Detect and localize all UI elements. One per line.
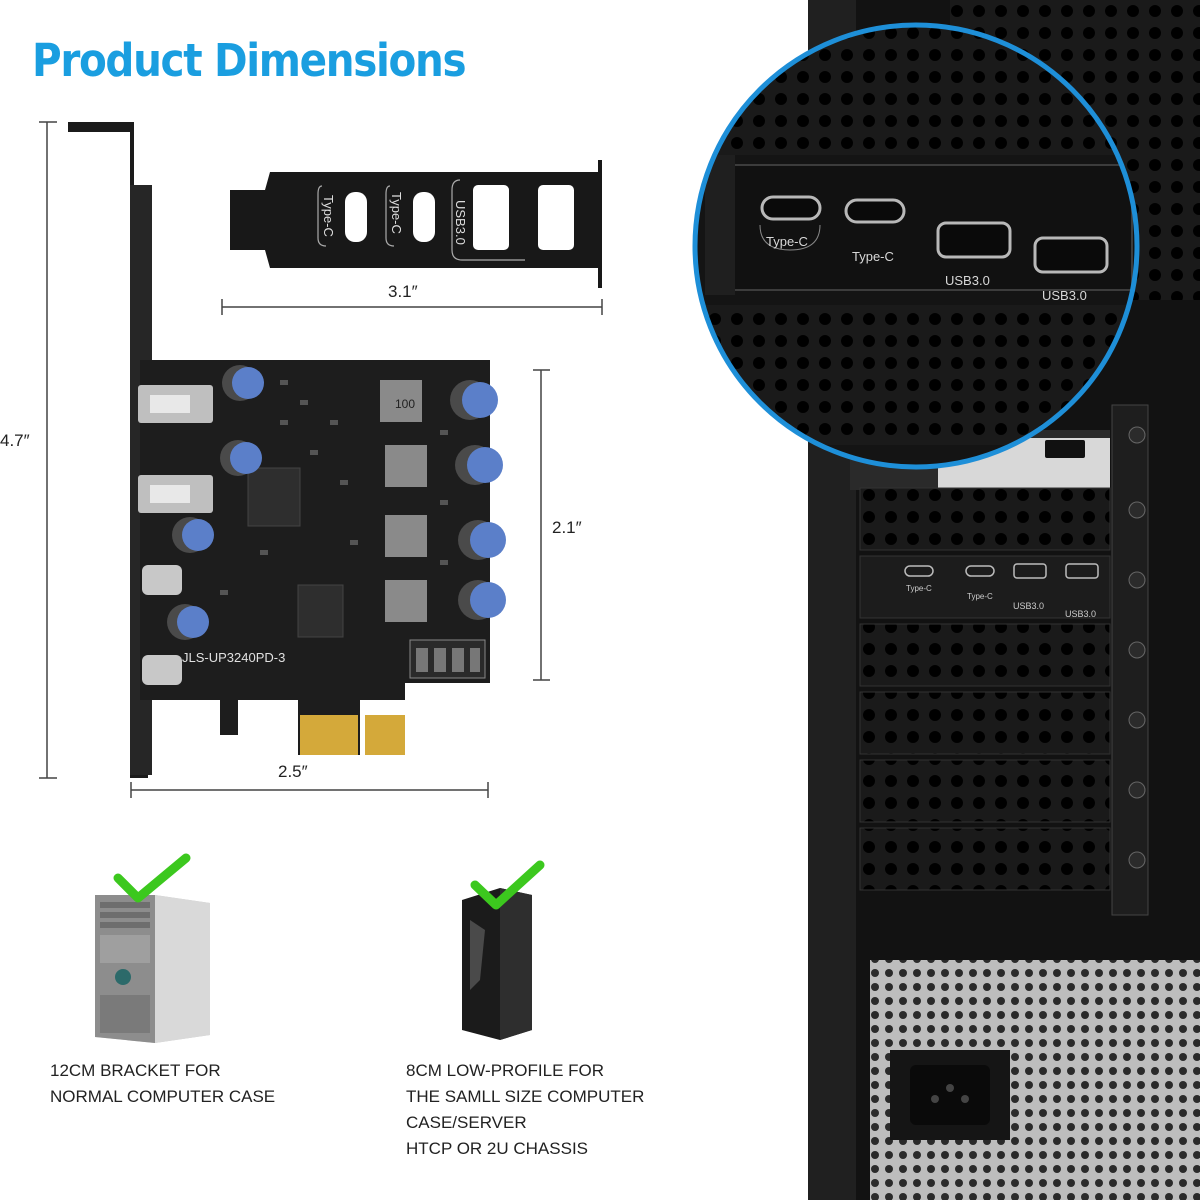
option-caption-low-profile: 8CM LOW-PROFILE FOR THE SAMLL SIZE COMPU… [406, 1061, 645, 1158]
zoom-port-label: Type-C [852, 249, 894, 264]
board-height-dimension-line [533, 369, 550, 681]
slot-port-label: Type-C [967, 592, 993, 601]
expansion-slots: Type-C Type-C USB3.0 USB3.0 [859, 487, 1111, 891]
page-title: Product Dimensions [32, 34, 467, 87]
height-dimension-label: 4.7″ [0, 431, 30, 450]
slot-port-label: USB3.0 [1013, 601, 1044, 611]
bracket-port-label: Type-C [389, 192, 404, 234]
usb-c-port [142, 655, 182, 685]
chip-label: 100 [395, 397, 415, 411]
slim-case-icon [462, 888, 532, 1040]
gold-fingers [300, 715, 405, 755]
zoom-port-label: USB3.0 [1042, 288, 1087, 303]
inductors [380, 380, 427, 622]
low-profile-bracket: Type-C Type-C USB3.0 [230, 160, 602, 288]
board-width-dimension-label: 2.5″ [278, 762, 308, 781]
board-height-dimension-label: 2.1″ [552, 518, 582, 537]
check-icon [470, 860, 545, 910]
slot-port-label: USB3.0 [1065, 609, 1096, 619]
board-width-dimension-line [130, 782, 489, 798]
check-icon [113, 853, 191, 903]
board-model-label: JLS-UP3240PD-3 [182, 650, 285, 665]
bracket-port-label: USB3.0 [453, 200, 468, 245]
bracket-width-dimension-label: 3.1″ [388, 282, 418, 301]
tower-case-icon [95, 895, 210, 1043]
option-caption-full-height: 12CM BRACKET FOR NORMAL COMPUTER CASE [50, 1061, 276, 1106]
usb-c-port [142, 565, 182, 595]
height-dimension-line [39, 121, 57, 779]
bracket-width-dimension-line [221, 299, 603, 315]
zoom-port-label: Type-C [766, 234, 808, 249]
pcb-board: 100 JLS-UP3240PD-3 [138, 360, 506, 755]
power-connector [409, 639, 486, 679]
bracket-port-label: Type-C [321, 195, 336, 237]
dimension-diagram: Type-C Type-C USB3.0 100 [39, 121, 603, 1043]
slot-port-label: Type-C [906, 584, 932, 593]
capacitors [167, 365, 506, 640]
zoom-port-label: USB3.0 [945, 273, 990, 288]
